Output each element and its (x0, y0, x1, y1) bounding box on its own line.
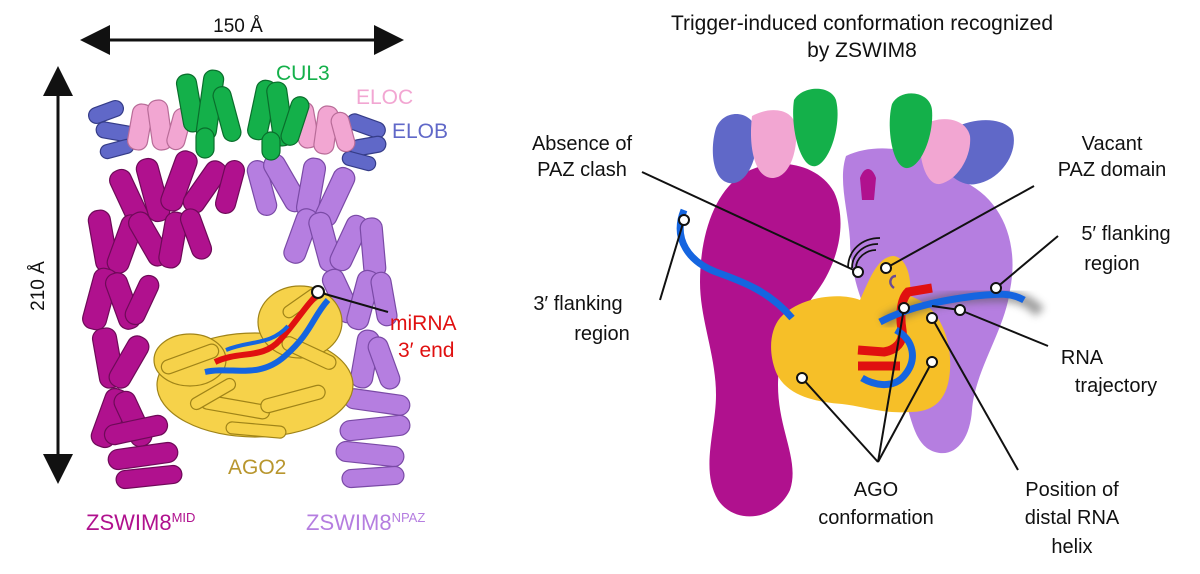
vacant-paz-marker (880, 262, 892, 274)
eloc-blob-left (750, 110, 797, 178)
paz-clash-label-line2: PAZ clash (537, 159, 627, 181)
flank-5-label-line1: 5′ flanking (1081, 223, 1170, 245)
eloc-label: ELOC (356, 86, 413, 109)
mirna-label-line2: 3′ end (398, 339, 455, 362)
rna-trajectory-marker-2 (926, 312, 938, 324)
zswim8-npaz-label: ZSWIM8NPAZ (306, 510, 425, 535)
schematic-title-line2: by ZSWIM8 (807, 39, 917, 62)
mirna-label-line1: miRNA (390, 312, 457, 335)
structure-panel: 150 Å 210 Å (28, 16, 457, 535)
distal-helix-label-line1: Position of (1025, 479, 1119, 501)
flank-3-label-line1: 3′ flanking (533, 293, 622, 315)
flank-5-marker (990, 282, 1002, 294)
height-dimension-label: 210 Å (28, 261, 49, 311)
vacant-paz-label-line1: Vacant (1082, 133, 1143, 155)
rna-trajectory-marker-1 (954, 304, 966, 316)
cul3-blob-left (793, 88, 838, 167)
ago-conformation-label-line2: conformation (818, 507, 934, 529)
rna-trajectory-label-line2: trajectory (1075, 375, 1157, 397)
paz-clash-arcs (847, 237, 881, 269)
zswim8-npaz-label-sup: NPAZ (392, 510, 426, 525)
rna-trajectory-label-line1: RNA (1061, 347, 1104, 369)
zswim8-npaz-structure (246, 153, 411, 489)
mirna-3-end-leader (317, 291, 389, 313)
schematic-title-line1: Trigger-induced conformation recognized (671, 12, 1053, 35)
zswim8-mid-label-base: ZSWIM8 (86, 510, 172, 535)
mirna-3-end-marker (311, 285, 325, 299)
callout-markers (678, 214, 1002, 384)
distal-helix-label-line2: distal RNA (1025, 507, 1120, 529)
elob-label: ELOB (392, 120, 448, 143)
zswim8-mid-structure (82, 150, 245, 490)
zswim8-npaz-label-base: ZSWIM8 (306, 510, 392, 535)
central-notch (860, 169, 876, 200)
flank-3-label-line2: region (574, 323, 630, 345)
zswim8-mid-label-sup: MID (172, 510, 196, 525)
ago-conformation-marker-2 (898, 302, 910, 314)
zswim8-mid-blob (700, 163, 841, 517)
flank-5-label-line2: region (1084, 253, 1140, 275)
cul3-blob-right (889, 93, 933, 169)
ago-conformation-marker-1 (796, 372, 808, 384)
ago-conformation-label-line1: AGO (854, 479, 898, 501)
paz-clash-marker (852, 266, 864, 278)
schematic-panel: Trigger-induced conformation recognized … (532, 12, 1171, 558)
guide-mirna-strand (213, 289, 323, 365)
distal-helix-label-line3: helix (1051, 536, 1092, 558)
zswim8-mid-label: ZSWIM8MID (86, 510, 195, 535)
target-rna-helix (860, 326, 916, 388)
vacant-paz-mark (889, 274, 897, 290)
callout-leader-lines (641, 171, 1059, 471)
elob-blob-left (712, 113, 757, 184)
cul3-label: CUL3 (276, 62, 330, 85)
flank-3-marker (678, 214, 690, 226)
target-rna-strand (204, 298, 331, 375)
flanking-rna-3 (676, 208, 795, 321)
eloc-blob-right (920, 119, 971, 185)
eloc-structure (126, 99, 356, 155)
width-dimension-label: 150 Å (213, 16, 263, 37)
target-rna-strand-2 (225, 324, 290, 352)
elob-structure (88, 99, 387, 172)
ago2-label: AGO2 (228, 456, 286, 479)
cul3-structure (175, 69, 310, 161)
vacant-paz-label-line2: PAZ domain (1058, 159, 1167, 181)
paz-clash-label-line1: Absence of (532, 133, 633, 155)
ago-conformation-marker-3 (926, 356, 938, 368)
